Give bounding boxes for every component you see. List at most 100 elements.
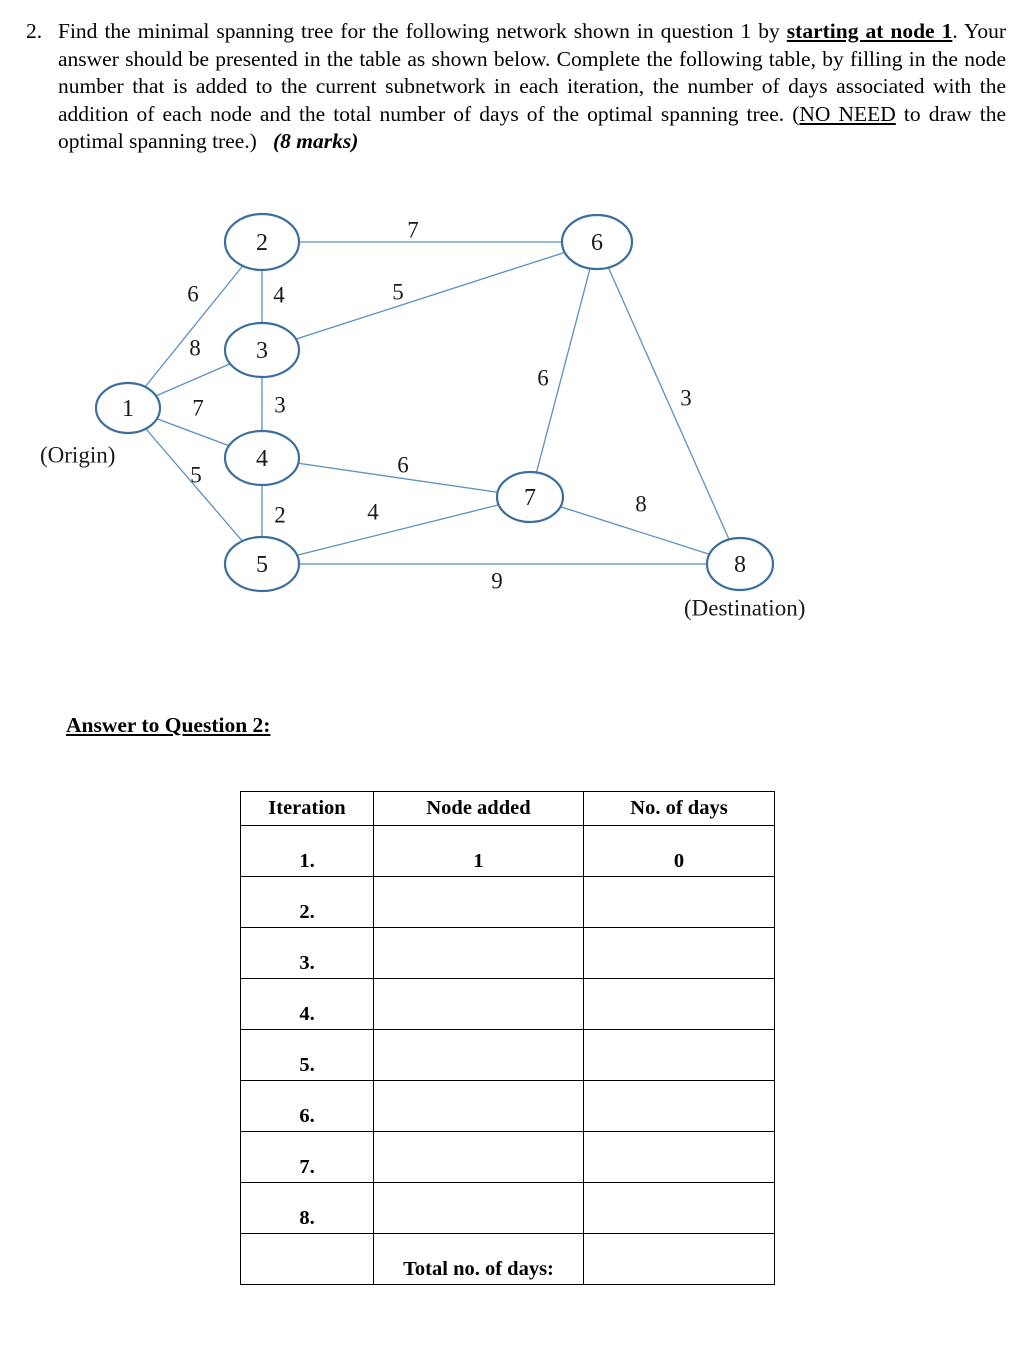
node-8: 8 (705, 536, 775, 592)
cell-days-2[interactable] (583, 876, 775, 928)
edge-weight-2-3: 4 (273, 283, 285, 308)
cell-total-label: Total no. of days: (373, 1233, 584, 1285)
question-text: Find the minimal spanning tree for the f… (58, 18, 1006, 156)
cell-node-added-4[interactable] (373, 978, 584, 1030)
node-circle-7 (495, 470, 565, 524)
table-row: 4. (240, 978, 775, 1030)
cell-node-added-6[interactable] (373, 1080, 584, 1132)
cell-days-8[interactable] (583, 1182, 775, 1234)
node-label-4: 4 (256, 446, 268, 472)
edge-7-8 (560, 506, 710, 555)
cell-iteration-4: 4. (240, 978, 374, 1030)
cell-node-added-1[interactable]: 1 (373, 825, 584, 877)
question-text-part-2: . Your answer should be presented in the… (58, 19, 1007, 126)
table-row: 5. (240, 1029, 775, 1081)
edge-3-6 (295, 251, 565, 340)
edge-6-8 (607, 267, 730, 540)
edge-weight-1-4: 7 (192, 396, 204, 421)
cell-iteration-3: 3. (240, 927, 374, 979)
edge-4-7 (298, 462, 498, 493)
question-text-part-3: to draw the optimal spanning tree.) (58, 101, 1007, 154)
edge-6-7 (535, 268, 591, 473)
node-label-6: 6 (591, 230, 603, 256)
edge-weight-4-7: 6 (397, 453, 409, 478)
edge-1-5 (145, 428, 243, 542)
cell-iteration-8: 8. (240, 1182, 374, 1234)
node-label-5: 5 (256, 552, 268, 578)
table-row: 7. (240, 1131, 775, 1183)
cell-node-added-5[interactable] (373, 1029, 584, 1081)
node-circle-5 (223, 535, 301, 593)
cell-iteration-2: 2. (240, 876, 374, 928)
node-label-8: 8 (734, 552, 746, 578)
edge-weight-5-7: 4 (367, 500, 379, 525)
node-label-2: 2 (256, 230, 268, 256)
edge-weight-5-8: 9 (491, 569, 503, 594)
cell-days-4[interactable] (583, 978, 775, 1030)
edge-weight-6-8: 3 (680, 386, 692, 411)
column-header-iteration: Iteration (240, 791, 374, 826)
node-label-7: 7 (524, 485, 536, 511)
cell-iteration-7: 7. (240, 1131, 374, 1183)
node-7: 7 (495, 470, 565, 524)
edge-weight-1-3: 8 (189, 336, 201, 361)
table-row: 3. (240, 927, 775, 979)
edge-5-7 (296, 504, 499, 556)
edge-weight-3-4: 3 (274, 393, 286, 418)
node-2: 2 (223, 212, 301, 272)
edge-layer (144, 241, 730, 565)
cell-total-days[interactable] (583, 1233, 775, 1285)
cell-days-6[interactable] (583, 1080, 775, 1132)
edge-weight-1-2: 6 (187, 282, 199, 307)
destination-label: (Destination) (684, 596, 805, 621)
cell-days-1[interactable]: 0 (583, 825, 775, 877)
question-number: 2. (26, 19, 43, 43)
edge-1-3 (155, 363, 231, 397)
edge-weight-2-6: 7 (407, 218, 419, 243)
edge-weight-6-7: 6 (537, 366, 549, 391)
node-1: 1 (94, 381, 162, 435)
cell-iteration-6: 6. (240, 1080, 374, 1132)
column-header-node-added: Node added (373, 791, 584, 826)
edge-1-2 (144, 265, 244, 388)
cell-days-3[interactable] (583, 927, 775, 979)
cell-node-added-7[interactable] (373, 1131, 584, 1183)
edge-weight-3-6: 5 (392, 280, 404, 305)
cell-node-added-3[interactable] (373, 927, 584, 979)
table-header-row: Iteration Node added No. of days (240, 791, 775, 826)
question-block: 2. Find the minimal spanning tree for th… (20, 18, 1006, 156)
node-6: 6 (560, 213, 634, 271)
edge-weight-4-5: 2 (274, 503, 286, 528)
node-label-3: 3 (256, 338, 268, 364)
node-3: 3 (223, 321, 301, 379)
question-marks: (8 marks) (272, 129, 359, 153)
node-4: 4 (223, 429, 301, 487)
node-circle-6 (560, 213, 634, 271)
node-circle-2 (223, 212, 301, 272)
cell-days-7[interactable] (583, 1131, 775, 1183)
cell-node-added-2[interactable] (373, 876, 584, 928)
node-layer: 1 2 3 4 5 6 7 8 (94, 212, 775, 593)
table-row-total: Total no. of days: (240, 1233, 775, 1285)
cell-iteration-1: 1. (240, 825, 374, 877)
cell-node-added-8[interactable] (373, 1182, 584, 1234)
node-circle-1 (94, 381, 162, 435)
answer-heading: Answer to Question 2: (66, 713, 271, 737)
cell-days-5[interactable] (583, 1029, 775, 1081)
node-5: 5 (223, 535, 301, 593)
edge-weight-1-5: 5 (190, 463, 202, 488)
question-emphasis-starting-node: starting at node 1 (786, 19, 953, 43)
question-text-part-1: Find the minimal spanning tree for the f… (58, 19, 787, 43)
cell-total-iteration (240, 1233, 374, 1285)
node-circle-4 (223, 429, 301, 487)
origin-label: (Origin) (40, 443, 115, 468)
cell-iteration-5: 5. (240, 1029, 374, 1081)
edge-weight-7-8: 8 (635, 492, 647, 517)
column-header-no-of-days: No. of days (583, 791, 775, 826)
